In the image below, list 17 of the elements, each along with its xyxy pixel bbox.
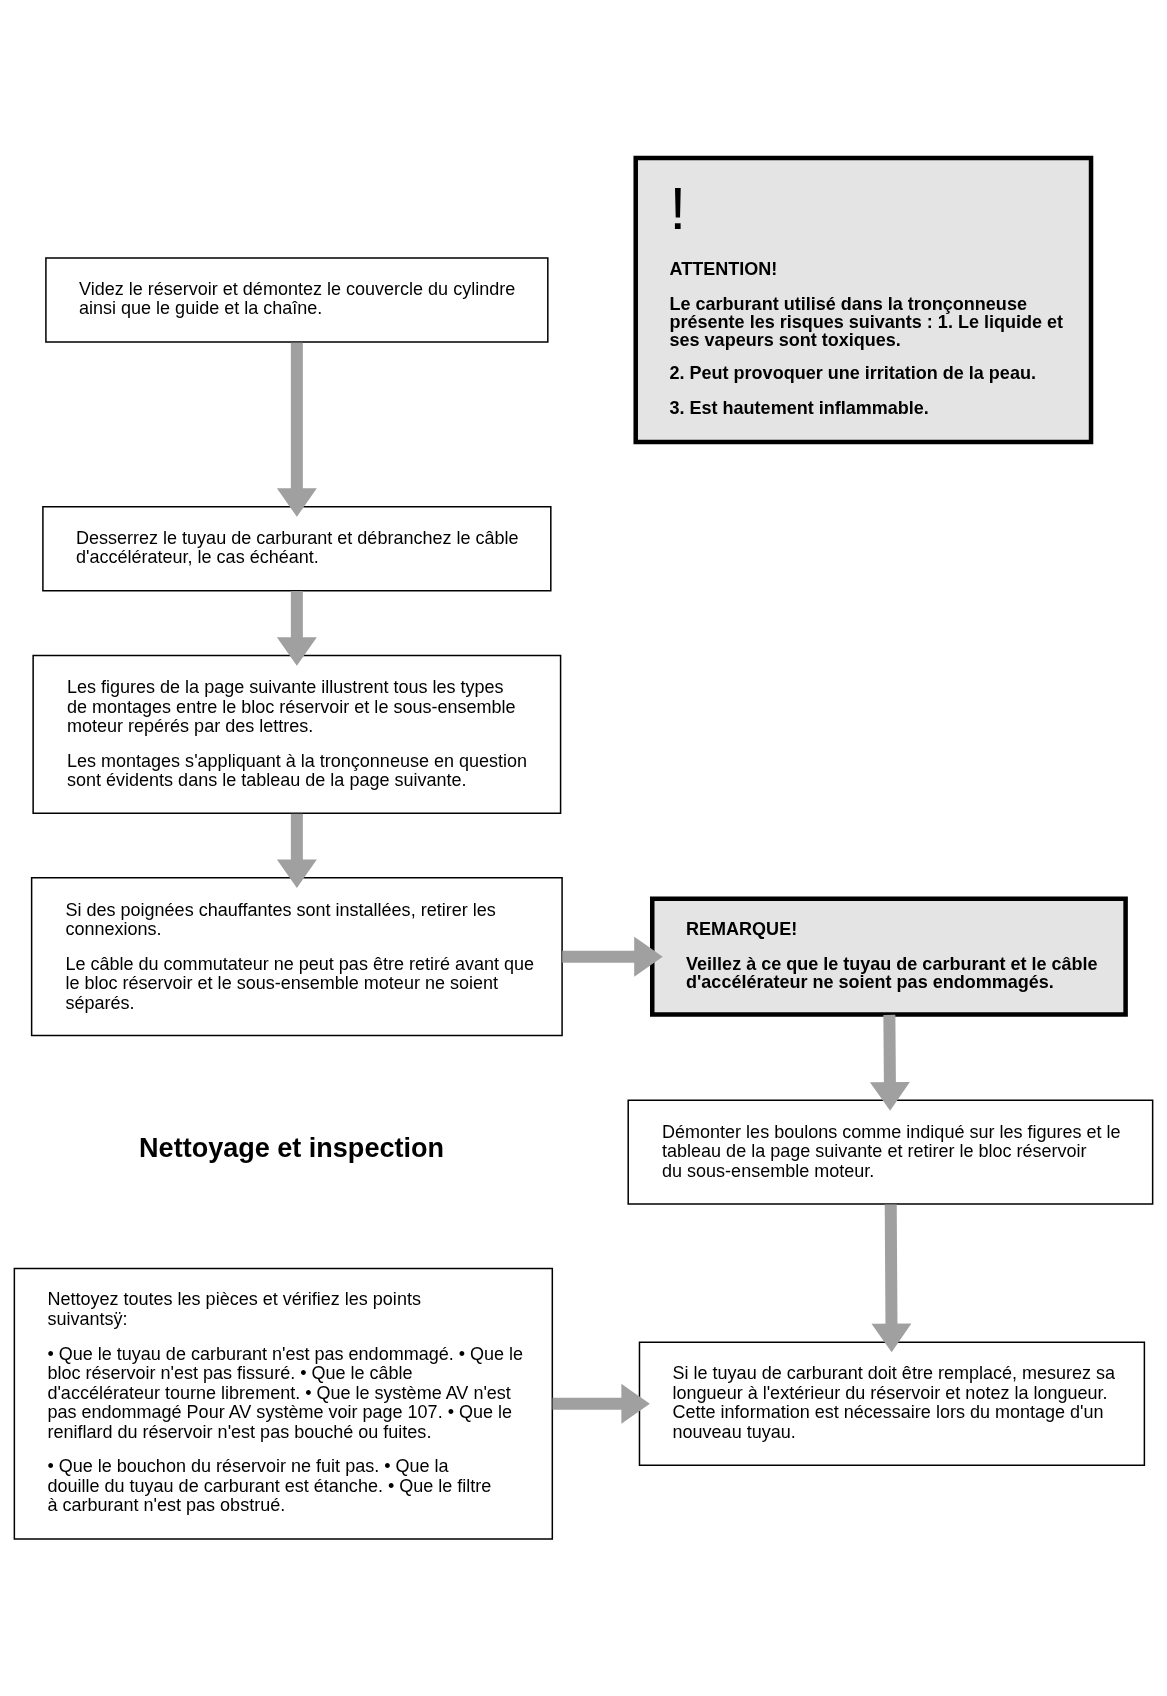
node-box: Les figures de la page suivante illustrent tous les types de montages entre le bloc réservoir et le sous-ensemble moteur repérés par des lettres. Les montages s'appliquant à la tronçonneuse en question sont évidents dans le tableau de la page suivante.	[32, 654, 562, 814]
node-box: Nettoyez toutes les pièces et vérifiez les points suivantsÿ: • Que le tuyau de carburant n'est pas endommagé. • Que le bloc réservoir n'est pas fissuré. • Que le câble d'accélérateur tourne librement. • Que le système AV n'est pas endommagé Pour AV système voir page 107. • Que le reniflard du réservoir n'est pas bouché ou fuites. • Que le bouchon du réservoir ne fuit pas. • Que la douille du tuyau de carburant est étanche. • Que le filtre à carburant n'est pas obstrué.	[13, 1267, 554, 1540]
arrow	[869, 1014, 910, 1111]
node-box: REMARQUE! Veillez à ce que le tuyau de carburant et le câble d'accélérateur ne soient pas endommagés.	[650, 896, 1128, 1017]
arrow	[276, 342, 317, 517]
arrow	[871, 1203, 912, 1352]
arrow	[562, 936, 663, 977]
node-box: Desserrez le tuyau de carburant et débranchez le câble d'accélérateur, le cas échéant.	[42, 505, 552, 592]
arrow	[276, 813, 317, 888]
node-box: Démonter les boulons comme indiqué sur les figures et le tableau de la page suivante et retirer le bloc réservoir du sous-ensemble moteur.	[627, 1098, 1154, 1205]
node-box: Si des poignées chauffantes sont installées, retirer les connexions. Le câble du commutateur ne peut pas être retiré avant que le bloc réservoir et le sous-ensemble moteur ne soient séparés.	[30, 876, 563, 1036]
arrow	[552, 1383, 650, 1424]
label: Nettoyage et inspection	[139, 1132, 444, 1163]
arrow	[276, 590, 317, 666]
node-box: Videz le réservoir et démontez le couvercle du cylindre ainsi que le guide et la chaîne.	[45, 256, 549, 343]
node-box: Si le tuyau de carburant doit être remplacé, mesurez sa longueur à l'extérieur du réservoir et notez la longueur. Cette information est nécessaire lors du montage d'un nouveau tuyau.	[638, 1340, 1146, 1466]
node-box: ! ATTENTION! Le carburant utilisé dans la tronçonneuse présente les risques suivants : 1. Le liquide et ses vapeurs sont toxiques. 2. Peut provoquer une irritation de la peau. 3. Est hautement inflammable.	[633, 155, 1094, 444]
